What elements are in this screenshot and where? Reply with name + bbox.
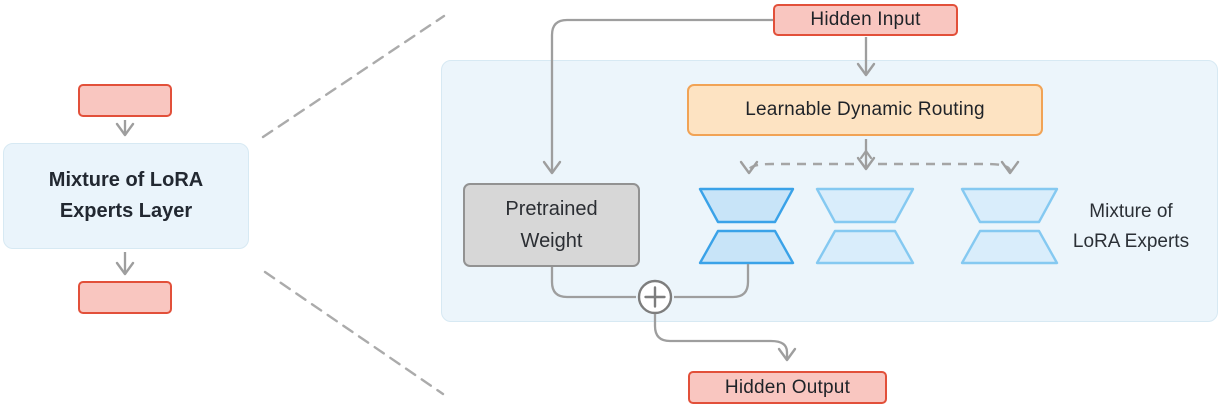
hidden-output-label: Hidden Output xyxy=(724,376,851,398)
routing-label: Learnable Dynamic Routing xyxy=(745,99,985,120)
connector-routing-to-expert-3-dashed xyxy=(878,160,1020,175)
connector-routing-to-expert-1-dashed xyxy=(739,160,854,175)
router-junction-up-chevron-icon xyxy=(859,149,873,160)
overview-moe-layer-label: Mixture of LoRA Experts Layer xyxy=(49,165,203,227)
pretrained-weight-label-line2: Weight xyxy=(520,230,583,252)
connector-expert-1-to-sum xyxy=(674,264,750,299)
hidden-input-box: Hidden Input xyxy=(773,4,958,36)
pretrained-weight-label-line1: Pretrained xyxy=(505,198,598,220)
expert-2-lora-up-trapezoid xyxy=(815,229,915,265)
experts-caption-line1: Mixture of xyxy=(1089,201,1173,222)
pretrained-weight-box: Pretrained Weight xyxy=(463,183,640,267)
connector-hidden-input-to-pretrained xyxy=(542,18,773,175)
expert-3-lora-up-trapezoid xyxy=(960,229,1059,265)
learnable-dynamic-routing-box: Learnable Dynamic Routing xyxy=(687,84,1043,136)
connector-sum-to-hidden-output xyxy=(653,314,797,362)
sum-plus-glyph xyxy=(644,286,666,308)
pretrained-weight-label: Pretrained Weight xyxy=(505,193,597,257)
zoom-guide-bottom-dashed-line xyxy=(263,270,445,396)
experts-caption: Mixture of LoRA Experts xyxy=(1058,197,1204,257)
overview-output-box xyxy=(78,281,172,314)
expert-2-lora-down-trapezoid xyxy=(815,187,915,224)
expert-3-lora-down-trapezoid xyxy=(960,187,1059,224)
hidden-output-box: Hidden Output xyxy=(688,371,887,404)
expert-1-lora-up-trapezoid xyxy=(698,229,795,265)
overview-moe-layer-box: Mixture of LoRA Experts Layer xyxy=(3,143,249,249)
overview-moe-layer-label-line2: Experts Layer xyxy=(59,200,193,222)
hidden-input-label: Hidden Input xyxy=(810,9,921,30)
connector-pretrained-to-sum xyxy=(550,267,636,299)
overview-input-box xyxy=(78,84,172,117)
overview-moe-layer-label-line1: Mixture of LoRA xyxy=(48,169,204,191)
experts-caption-line2: LoRA Experts xyxy=(1072,231,1190,252)
zoom-guide-top-dashed-line xyxy=(261,14,446,139)
expert-1-lora-down-trapezoid xyxy=(698,187,795,224)
